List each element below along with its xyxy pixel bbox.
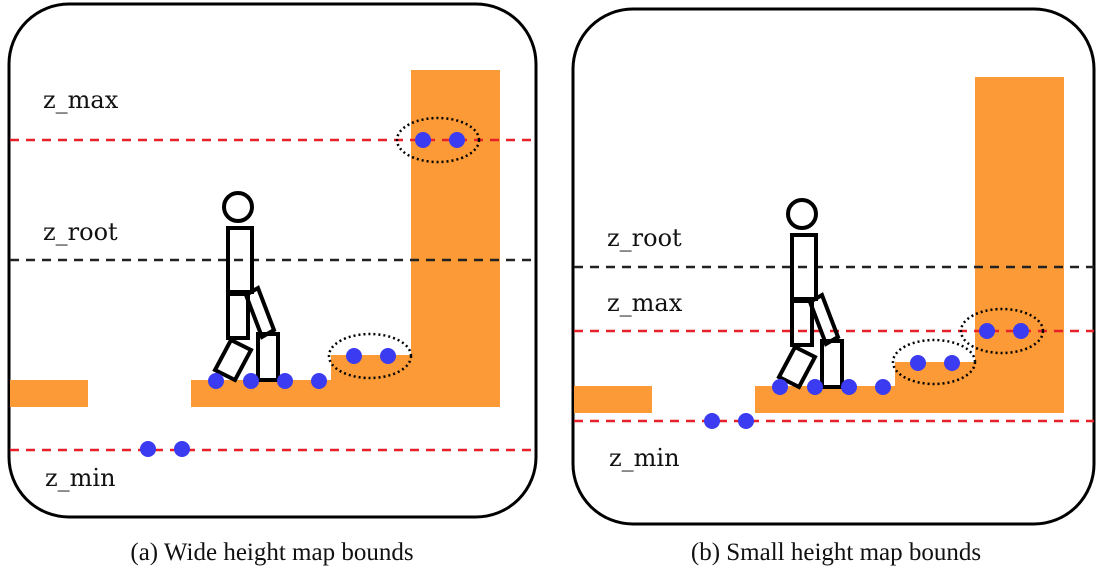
terrain-wall	[975, 77, 1064, 413]
character-thigh	[226, 292, 250, 340]
character-thigh-front	[807, 292, 841, 347]
terrain-step-mid	[895, 362, 975, 413]
z-min-label: z_min	[609, 444, 680, 472]
z-root-label: z_root	[43, 218, 118, 246]
sample-point	[910, 355, 926, 371]
sample-point	[380, 348, 396, 364]
sample-point	[415, 132, 431, 148]
character-shin-front	[820, 339, 844, 389]
character-thigh	[790, 299, 814, 347]
character-thigh-front	[243, 285, 277, 340]
character-head	[222, 191, 254, 223]
sample-point	[346, 348, 362, 364]
z-max-label: z_max	[607, 289, 683, 317]
character-shin-back	[212, 337, 254, 383]
terrain-step-mid	[331, 355, 411, 407]
caption-a: (a) Wide height map bounds	[130, 539, 413, 566]
sample-point	[140, 441, 156, 457]
highlight-ellipse-mid	[327, 332, 413, 380]
character-figure	[212, 191, 280, 383]
sample-point	[277, 373, 293, 389]
sample-point	[449, 132, 465, 148]
sample-point	[979, 323, 995, 339]
sample-points	[140, 132, 465, 457]
terrain-block-left	[574, 386, 652, 413]
character-figure	[776, 198, 844, 390]
highlight-ellipse-top	[395, 116, 481, 164]
sample-point	[311, 373, 327, 389]
sample-point	[738, 413, 754, 429]
highlight-ellipse-mid	[891, 338, 977, 386]
sample-point	[807, 379, 823, 395]
panel-a-frame	[7, 2, 538, 519]
sample-point	[1013, 323, 1029, 339]
character-shin-back	[776, 344, 818, 390]
sample-point	[944, 355, 960, 371]
sample-point	[772, 379, 788, 395]
sample-points	[704, 323, 1029, 429]
character-head	[786, 198, 818, 230]
sample-point	[841, 379, 857, 395]
sample-point	[208, 373, 224, 389]
z-min-label: z_min	[45, 464, 116, 492]
character-shin-front	[256, 332, 280, 382]
caption-b: (b) Small height map bounds	[691, 539, 981, 566]
terrain-block-left	[10, 380, 88, 407]
panel-a: z_max z_root z_min (a) Wide	[7, 2, 538, 566]
sample-point	[174, 441, 190, 457]
sample-point	[704, 413, 720, 429]
panel-b: z_root z_max z_min (b) Smal	[571, 7, 1096, 566]
highlight-ellipse-top	[959, 307, 1045, 355]
terrain-wall	[411, 70, 500, 407]
sample-point	[243, 373, 259, 389]
sample-point	[875, 379, 891, 395]
z-max-label: z_max	[43, 86, 119, 114]
z-root-label: z_root	[607, 224, 682, 252]
